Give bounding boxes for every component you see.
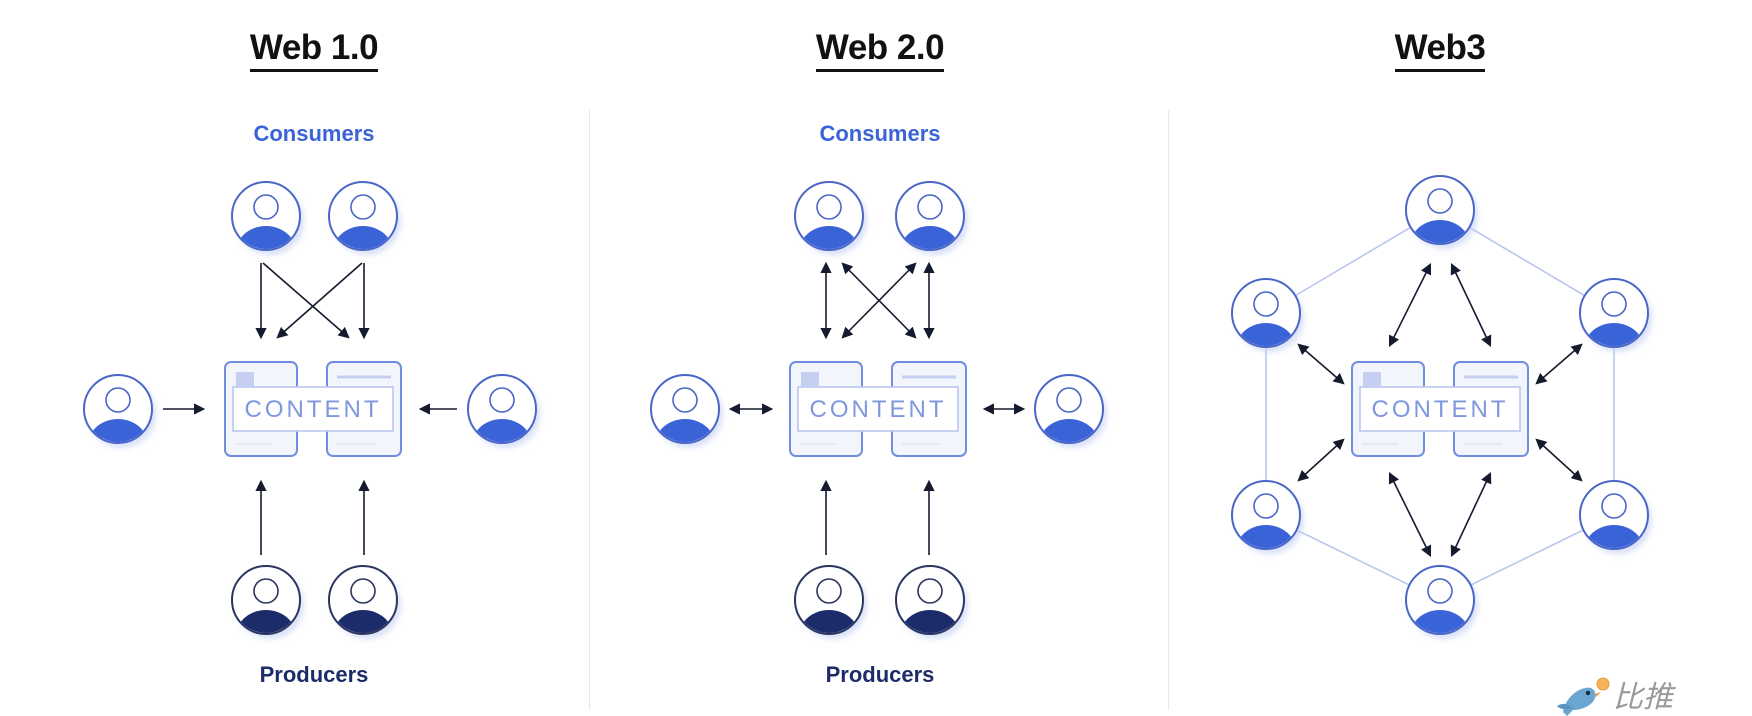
- content-label: CONTENT: [1372, 396, 1509, 423]
- web2-side-avatar: [650, 374, 720, 444]
- avatar-body-icon: [333, 610, 393, 633]
- watermark: 比推: [1555, 672, 1745, 716]
- bird-coin-icon: [1557, 677, 1610, 716]
- web1-title: Web 1.0: [164, 28, 464, 72]
- avatar-body-icon: [900, 226, 960, 249]
- web2-side-avatar: [1034, 374, 1104, 444]
- web1-side-avatar: [83, 374, 153, 444]
- avatar-head-icon: [816, 578, 842, 604]
- watermark-text: 比推: [1613, 680, 1673, 715]
- avatar-head-icon: [1253, 291, 1279, 317]
- web3-peer-avatar: [1579, 480, 1649, 550]
- avatar-head-icon: [816, 194, 842, 220]
- web3-peer-avatar: [1231, 278, 1301, 348]
- avatar-body-icon: [1410, 610, 1470, 633]
- web3-peer-avatar: [1405, 565, 1475, 635]
- web2-consumer-avatar: [895, 181, 965, 251]
- avatar-head-icon: [1601, 493, 1627, 519]
- content-label: CONTENT: [245, 396, 382, 423]
- avatar-head-icon: [1427, 188, 1453, 214]
- web2-producer-avatar: [895, 565, 965, 635]
- web1-producers-label: Producers: [259, 662, 369, 687]
- avatar-body-icon: [1236, 525, 1296, 548]
- avatar-body-icon: [1584, 525, 1644, 548]
- avatar-head-icon: [917, 578, 943, 604]
- avatar-body-icon: [1410, 220, 1470, 243]
- avatar-body-icon: [1584, 323, 1644, 346]
- web3-title: Web3: [1290, 28, 1590, 72]
- avatar-head-icon: [253, 578, 279, 604]
- content-cards: CONTENT CONTENT CONTENT: [224, 361, 1529, 457]
- web2-title: Web 2.0: [730, 28, 1030, 72]
- avatar-body-icon: [472, 419, 532, 442]
- avatar-head-icon: [1253, 493, 1279, 519]
- web3-arrow: [1535, 438, 1583, 482]
- web1-side-avatar: [467, 374, 537, 444]
- web3-arrow: [1535, 343, 1583, 385]
- web1-consumers-label: Consumers: [253, 121, 375, 146]
- avatar-body-icon: [236, 610, 296, 633]
- web1-arrow: [262, 262, 350, 339]
- web1-producer-avatar: [231, 565, 301, 635]
- web1-producer-avatar: [328, 565, 398, 635]
- avatar-head-icon: [1427, 578, 1453, 604]
- web1-consumer-avatar: [328, 181, 398, 251]
- arrows: [163, 261, 1583, 558]
- web3-peer-avatar: [1579, 278, 1649, 348]
- avatar-body-icon: [799, 610, 859, 633]
- web2-consumers-label: Consumers: [819, 121, 941, 146]
- web3-content-card: CONTENT: [1351, 361, 1529, 457]
- web2-producers-label: Producers: [825, 662, 935, 687]
- avatar-head-icon: [350, 194, 376, 220]
- web3-arrow: [1388, 262, 1432, 348]
- web3-peer-avatar: [1405, 175, 1475, 245]
- avatar-head-icon: [253, 194, 279, 220]
- avatar-head-icon: [672, 387, 698, 413]
- avatar-head-icon: [917, 194, 943, 220]
- web2-arrow: [841, 262, 917, 339]
- avatar-body-icon: [900, 610, 960, 633]
- web2-producer-avatar: [794, 565, 864, 635]
- avatars: [83, 175, 1649, 635]
- divider-2: [1168, 110, 1169, 710]
- web3-arrow: [1450, 262, 1492, 348]
- avatar-head-icon: [350, 578, 376, 604]
- avatar-body-icon: [1236, 323, 1296, 346]
- content-label: CONTENT: [810, 396, 947, 423]
- web2-consumer-avatar: [794, 181, 864, 251]
- web3-arrow: [1388, 471, 1432, 558]
- avatar-body-icon: [799, 226, 859, 249]
- web3-arrow: [1297, 343, 1345, 385]
- avatar-body-icon: [655, 419, 715, 442]
- avatar-head-icon: [105, 387, 131, 413]
- avatar-body-icon: [236, 226, 296, 249]
- divider-1: [589, 110, 590, 710]
- web1-content-card: CONTENT: [224, 361, 402, 457]
- avatar-body-icon: [88, 419, 148, 442]
- avatar-body-icon: [333, 226, 393, 249]
- web1-consumer-avatar: [231, 181, 301, 251]
- avatar-head-icon: [1601, 291, 1627, 317]
- web3-arrow: [1450, 471, 1492, 558]
- web3-arrow: [1297, 438, 1345, 482]
- web2-content-card: CONTENT: [789, 361, 967, 457]
- avatar-head-icon: [489, 387, 515, 413]
- avatar-head-icon: [1056, 387, 1082, 413]
- web1-arrow: [276, 262, 363, 339]
- avatar-body-icon: [1039, 419, 1099, 442]
- web3-peer-avatar: [1231, 480, 1301, 550]
